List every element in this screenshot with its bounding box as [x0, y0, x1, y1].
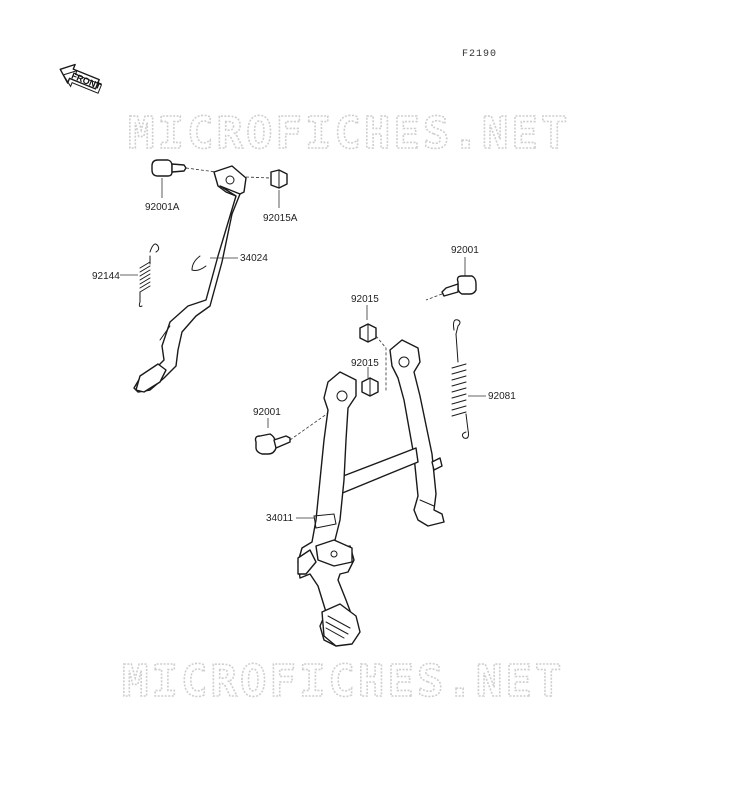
center-stand-34011: [297, 339, 445, 647]
bolt-92001-left: [254, 405, 339, 455]
pivot-bolt-92001a: [151, 159, 217, 177]
nut-92015-upper: [359, 323, 377, 343]
watermark-bottom: MICROFICHES.NET: [122, 656, 564, 707]
label-34024: 34024: [240, 253, 268, 264]
label-92144: 92144: [92, 271, 120, 282]
spring-92144: [138, 243, 160, 307]
watermark-top: MICROFICHES.NET: [128, 108, 570, 159]
front-arrow-icon: FRONT: [59, 63, 103, 94]
label-92015-upper: 92015: [351, 294, 379, 305]
bolt-92001-right: [425, 275, 477, 301]
label-92015a: 92015A: [263, 213, 298, 224]
spring-92081: [451, 319, 469, 439]
side-stand-34024: [133, 165, 247, 393]
label-92015-lower: 92015: [351, 358, 379, 369]
label-92001a: 92001A: [145, 202, 180, 213]
figure-code: F2190: [462, 49, 497, 60]
nut-92015a: [245, 169, 288, 189]
label-92001-right: 92001: [451, 245, 479, 256]
label-34011: 34011: [266, 513, 294, 524]
label-92001-left: 92001: [253, 407, 281, 418]
nut-92015-lower: [361, 377, 379, 397]
label-92081: 92081: [488, 391, 516, 402]
